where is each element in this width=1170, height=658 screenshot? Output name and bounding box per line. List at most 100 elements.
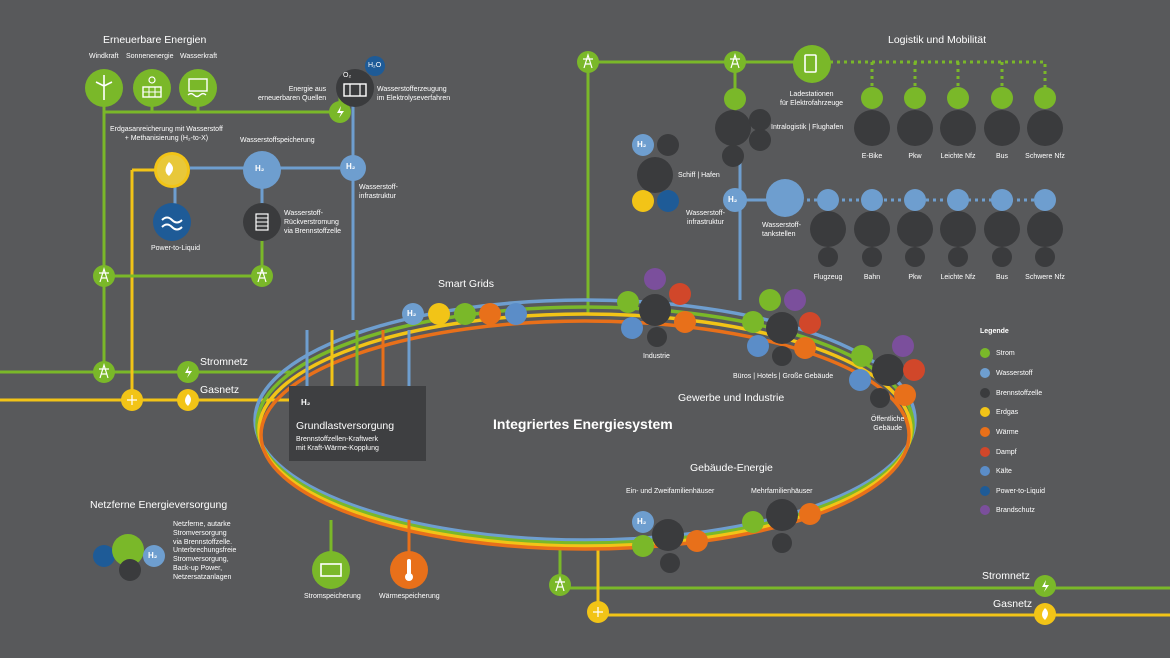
offgrid-nodes [93,534,165,581]
h2-infra-left-label: Wasserstoff- infrastruktur [359,184,398,200]
vehicle-bottom-label: Pkw [908,274,922,281]
intralogistik-label: Intralogistik | Flughafen [771,124,844,131]
gebaeude-energie-label: Gebäude-Energie [690,462,773,474]
netzferne-title: Netzferne Energieversorgung [90,499,228,511]
industrie-cluster [617,268,696,347]
pylon-icons [93,51,746,623]
thermometer-icon [390,551,428,589]
vehicle-bottom-label: Flugzeug [813,274,843,281]
oeffentliche-label: Öffentliche Gebäude [871,416,905,432]
fire-protection-icon [980,505,990,515]
energy-ring [253,298,917,551]
battery-icon [312,551,350,589]
h2-infra-node [340,155,366,181]
h2-station-icon [766,179,804,217]
h2x-node [154,152,190,188]
erdgasanreicherung-label: Erdgasanreicherung mit Wasserstoff + Met… [110,126,223,142]
waermespeicherung-label: Wärmespeicherung [379,593,440,600]
vehicle-top-label: Schwere Nfz [1025,153,1065,160]
flame-icon [980,407,990,417]
h2o-label: H₂O [368,62,382,69]
o2-label: O₂ [343,72,352,79]
legend-item: Kälte [980,464,1012,478]
smart-grid-badges [402,303,527,325]
h2-label: H₂ [407,309,417,318]
sonnenenergie-label: Sonnenenergie [126,53,174,60]
oeffentliche-cluster [849,335,925,408]
storage-node [243,151,281,189]
main-title: Integriertes Energiesystem [493,416,673,432]
rueckverstromung-label: Wasserstoff- Rückverstromung via Brennst… [284,210,342,235]
grid-badges-left [177,361,199,411]
lightning-icon [329,101,351,123]
vehicle-top-label: E-Bike [861,153,883,160]
grid-badges-right [1034,575,1056,625]
vehicle-bottom-label: Schwere Nfz [1025,274,1065,281]
wasserstoffspeicherung-label: Wasserstoffspeicherung [240,137,315,144]
h2-label: H₂ [148,551,158,560]
snowflake-icon [980,466,990,476]
electrolysis-icon [336,69,374,107]
logistik-nodes [632,45,831,217]
hydro-icon [179,69,217,107]
industrie-label: Industrie [643,353,670,360]
schiff-label: Schiff | Hafen [678,172,720,179]
wasserstofferzeugung-label: Wasserstofferzeugung im Elektrolyseverfa… [377,86,451,102]
gebaeude-cluster [632,499,821,573]
legend-item: Strom [980,346,1015,360]
windkraft-label: Windkraft [89,53,119,60]
energie-aus-label: Energie aus erneuerbaren Quellen [258,86,327,102]
wind-icon [85,69,123,107]
legend-item: Brandschutz [980,503,1035,517]
vehicle-bottom-label: Bahn [863,274,881,281]
ptl-node [153,203,191,241]
stromnetz-right-label: Stromnetz [982,570,1030,582]
grundlast-sub: Brennstoffzellen-Kraftwerk mit Kraft-Wär… [296,436,379,452]
gewerbe-label: Gewerbe und Industrie [678,392,785,404]
ladestationen-label: Ladestationen für Elektrofahrzeuge [780,91,844,107]
gasnetz-right-label: Gasnetz [993,598,1033,610]
vehicle-bottom-row [810,189,1063,267]
h2-infra-right-label: Wasserstoff- infrastruktur [686,210,725,226]
vehicle-top-row [854,87,1063,146]
legend-title: Legende [980,328,1009,335]
vehicle-top-label: Pkw [908,153,922,160]
grundlast-title: Grundlastversorgung [296,420,395,432]
h2-icon [980,368,990,378]
h2-label: H₂ [637,140,647,149]
steam-icon [980,447,990,457]
netzferne-text: Netzferne, autarke Stromversorgung via B… [173,521,237,581]
wave-icon [980,486,990,496]
mehrfamilien-label: Mehrfamilienhäuser [751,488,813,495]
vehicle-bottom-label: Bus [995,274,1009,281]
stromnetz-left-label: Stromnetz [200,356,248,368]
wasserkraft-label: Wasserkraft [180,53,218,60]
gasnetz-left-label: Gasnetz [200,384,240,396]
lightning-icon [980,348,990,358]
logistik-title: Logistik und Mobilität [888,34,987,46]
solar-icon [133,69,171,107]
vehicle-top-label: Leichte Nfz [940,153,976,160]
h2-label: H₂ [301,398,311,407]
tankstellen-label: Wasserstoff- tankstellen [762,222,801,238]
legend-item: Dampf [980,445,1017,459]
smart-grids-label: Smart Grids [438,278,495,290]
water-drop-icon [365,56,385,76]
h2-label: H₂ [637,517,647,526]
legend-item: Power-to-Liquid [980,484,1045,498]
h2-label: H₂ [728,195,738,204]
grundlast-connectors [305,330,411,560]
legend-item: Wärme [980,425,1019,439]
grundlast-box [289,386,426,461]
h2-processing [153,151,366,241]
fuel-cell-node [243,203,281,241]
ptl-label: Power-to-Liquid [151,245,201,252]
fuel-cell-icon [980,388,990,398]
legend-item: Brennstoffzelle [980,386,1042,400]
bueros-label: Büros | Hotels | Große Gebäude [733,373,834,380]
legend-item: Erdgas [980,405,1018,419]
legend-item: Wasserstoff [980,366,1033,380]
einfamilien-label: Ein- und Zweifamilienhäuser [626,488,715,495]
thermometer-icon [980,427,990,437]
